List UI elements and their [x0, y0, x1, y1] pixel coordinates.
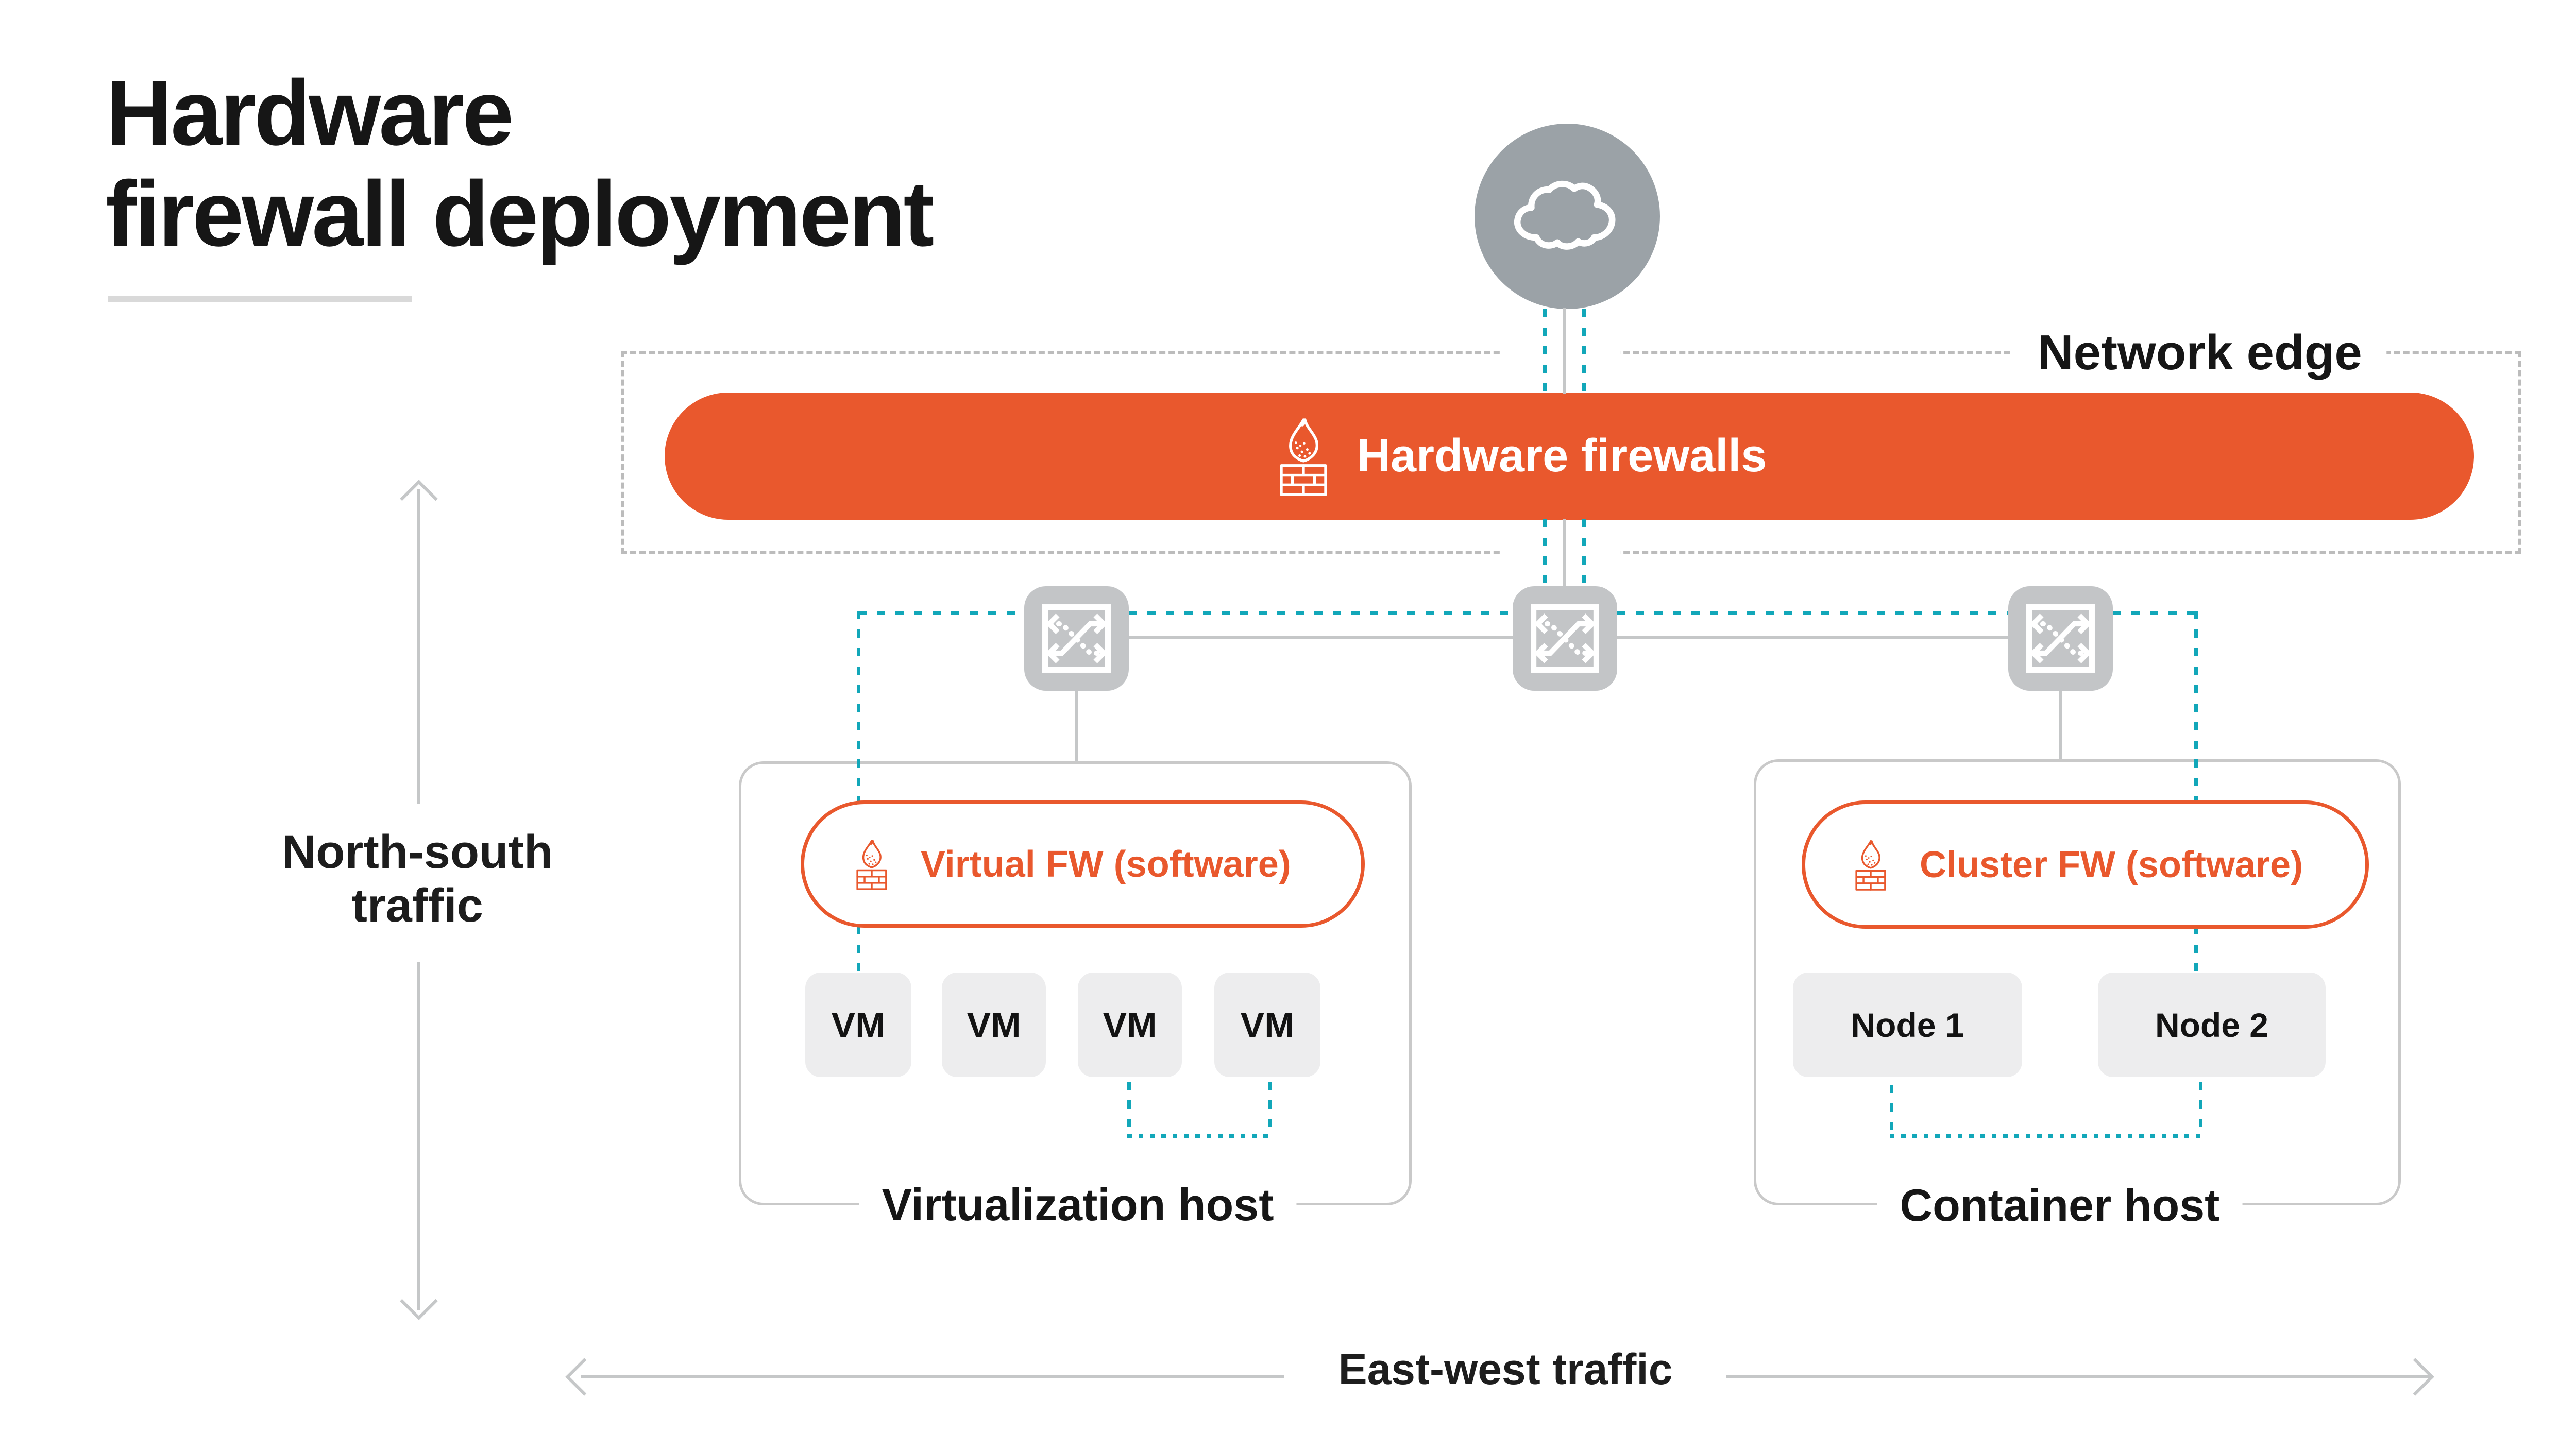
north-south-traffic-label: North-south traffic: [258, 825, 577, 932]
hardware-firewalls-bar: Hardware firewalls: [665, 393, 2474, 520]
cluster-fw-label: Cluster FW (software): [1920, 844, 2303, 885]
switch-icon: [2008, 586, 2113, 691]
switch-icon: [1513, 586, 1617, 691]
title-underline: [108, 296, 412, 302]
vm-bracket-bottom: [1127, 1134, 1272, 1138]
vm-label: VM: [1103, 1004, 1157, 1045]
node-label: Node 2: [2155, 1005, 2269, 1044]
arrow-up-icon: [400, 480, 438, 518]
internet-cloud-badge: [1475, 124, 1660, 309]
arrow-down-icon: [400, 1282, 438, 1320]
virtualization-host-label: Virtualization host: [859, 1179, 1297, 1231]
network-edge-label: Network edge: [2013, 325, 2387, 381]
vm-box-2: VM: [942, 973, 1046, 1077]
switch-left: [1024, 586, 1129, 691]
container-host-label: Container host: [1877, 1179, 2243, 1232]
border-gap-top: [1502, 348, 1620, 357]
teal-east-west-segment-2: [1129, 611, 1513, 615]
switch-host-link-right: [2059, 691, 2062, 761]
node-box-1: Node 1: [1793, 973, 2022, 1077]
node-bracket-left: [1890, 1085, 1893, 1136]
page-title-line2: firewall deployment: [106, 162, 934, 266]
teal-drop-to-node2: [2194, 611, 2198, 973]
node-box-2: Node 2: [2098, 973, 2326, 1077]
vm-bracket-left: [1127, 1082, 1131, 1136]
hardware-firewalls-content: Hardware firewalls: [1279, 417, 1767, 496]
teal-east-west-segment-4: [2113, 611, 2198, 615]
bar-switch-link-teal-right: [1582, 519, 1586, 587]
page-title: Hardware firewall deployment: [106, 61, 934, 266]
east-west-arrow-line-left: [581, 1375, 1284, 1378]
bar-switch-link-teal-left: [1543, 519, 1547, 587]
cloud-link-teal-right: [1582, 309, 1586, 393]
north-south-label-line1: North-south: [281, 826, 553, 878]
vm-label: VM: [831, 1004, 886, 1045]
north-south-arrow-line-bottom: [417, 962, 420, 1310]
firewall-icon: [1279, 417, 1328, 496]
arrow-left-icon: [565, 1358, 603, 1396]
node-bracket-bottom: [1890, 1134, 2202, 1138]
page-title-line1: Hardware: [106, 61, 514, 165]
cloud-icon: [1507, 177, 1627, 257]
node-label: Node 1: [1851, 1005, 1964, 1044]
teal-east-west-segment-1: [858, 611, 1024, 615]
switch-host-link-left: [1075, 691, 1078, 763]
north-south-arrow-line-top: [417, 489, 420, 804]
cluster-fw-pill: Cluster FW (software): [1802, 800, 2369, 929]
switch-link-gray-1: [1129, 636, 1513, 639]
teal-drop-to-vm1: [857, 611, 860, 973]
teal-east-west-segment-3: [1617, 611, 2008, 615]
vm-box-1: VM: [805, 973, 911, 1077]
firewall-icon: [856, 839, 888, 890]
east-west-arrow-line-right: [1726, 1375, 2430, 1378]
vm-label: VM: [1240, 1004, 1295, 1045]
cloud-link-gray: [1563, 308, 1566, 394]
vm-bracket-right: [1268, 1082, 1272, 1136]
border-gap-bottom: [1502, 548, 1620, 557]
virtual-fw-pill: Virtual FW (software): [801, 800, 1365, 928]
north-south-label-line2: traffic: [351, 879, 483, 932]
firewall-icon: [1855, 839, 1887, 891]
vm-label: VM: [967, 1004, 1021, 1045]
arrow-right-icon: [2396, 1358, 2434, 1396]
virtual-fw-label: Virtual FW (software): [921, 843, 1291, 885]
vm-box-4: VM: [1214, 973, 1320, 1077]
node-bracket-right: [2199, 1082, 2202, 1136]
switch-link-gray-2: [1617, 636, 2008, 639]
hardware-firewalls-label: Hardware firewalls: [1357, 430, 1767, 482]
vm-box-3: VM: [1078, 973, 1182, 1077]
east-west-traffic-label: East-west traffic: [1325, 1344, 1686, 1394]
switch-center: [1513, 586, 1617, 691]
switch-icon: [1024, 586, 1129, 691]
cloud-link-teal-left: [1543, 309, 1547, 393]
bar-switch-link-gray: [1563, 519, 1566, 587]
switch-right: [2008, 586, 2113, 691]
